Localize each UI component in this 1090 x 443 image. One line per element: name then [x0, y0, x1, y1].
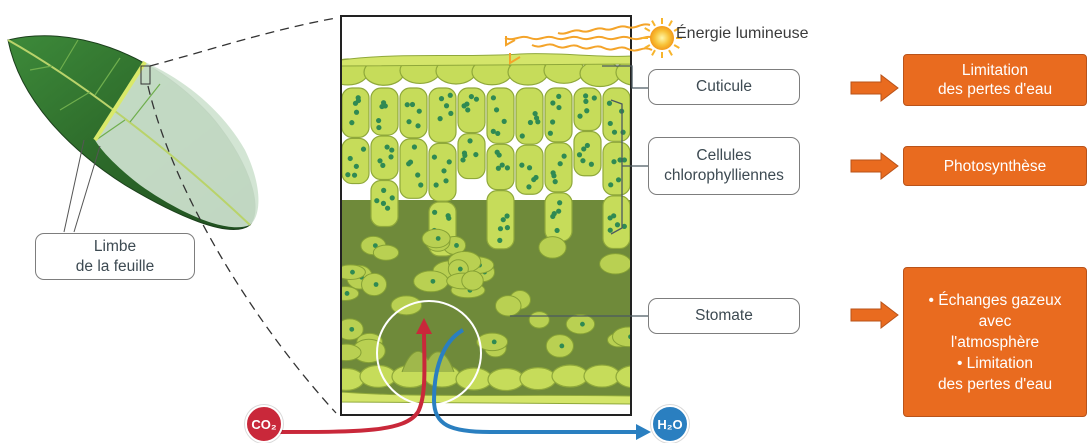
- co2-badge: CO₂: [245, 405, 283, 443]
- stomate-label: Stomate: [648, 298, 800, 334]
- stomate-role-box: • Échanges gazeux avec l'atmosphère • Li…: [903, 267, 1087, 417]
- energy-label: Énergie lumineuse: [676, 25, 809, 43]
- cuticule-role-box: Limitation des pertes d'eau: [903, 54, 1087, 106]
- stomate-text: Stomate: [695, 306, 753, 326]
- cuticule-role-text: Limitation des pertes d'eau: [938, 61, 1052, 99]
- role-arrows: [851, 75, 898, 328]
- role-arrow-2: [851, 302, 898, 328]
- stomate-role-text: • Échanges gazeux avec l'atmosphère • Li…: [929, 290, 1062, 395]
- cuticule-label: Cuticule: [648, 69, 800, 105]
- role-arrow-0: [851, 75, 898, 101]
- leaf-illustration: [8, 36, 258, 230]
- leaf-limbe-text: Limbe de la feuille: [76, 237, 154, 277]
- leaf-limbe-label: Limbe de la feuille: [35, 233, 195, 280]
- role-arrow-1: [851, 153, 898, 179]
- cellules-text: Cellules chlorophylliennes: [664, 146, 784, 186]
- cuticule-text: Cuticule: [696, 77, 752, 97]
- cellules-role-text: Photosynthèse: [944, 157, 1047, 176]
- h2o-badge: H₂O: [651, 405, 689, 443]
- leaf-cross-section: [328, 16, 656, 415]
- cellules-label: Cellules chlorophylliennes: [648, 137, 800, 195]
- cellules-role-box: Photosynthèse: [903, 146, 1087, 186]
